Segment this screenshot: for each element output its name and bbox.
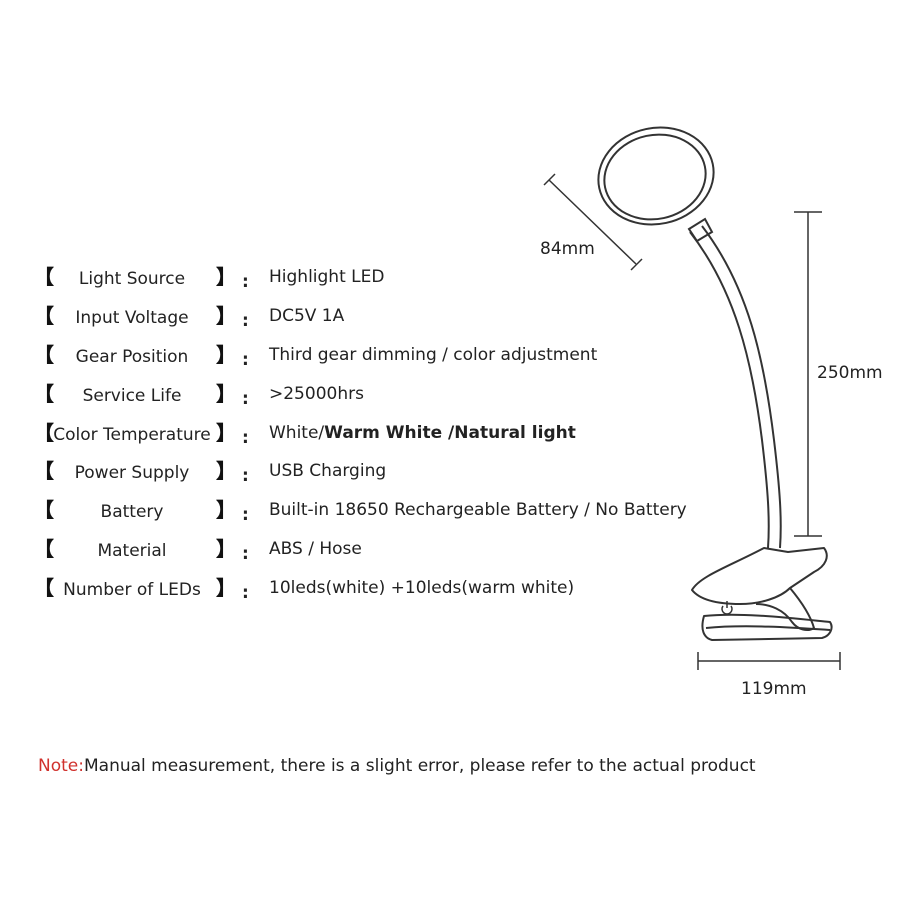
close-bracket: 】 [216,381,236,406]
close-bracket: 】 [216,537,236,562]
spec-row-gear-position: 【 Gear Position 】 : Third gear dimming /… [34,340,694,379]
clip-lower-jaw [701,613,833,641]
spec-row-service-life: 【 Service Life 】 : >25000hrs [34,379,694,418]
clip-lower-jaw-detail [705,625,831,631]
open-bracket: 【 [34,420,54,445]
spec-label: Color Temperature [53,424,211,445]
open-bracket: 【 [34,498,54,523]
gooseneck-hose [687,217,782,549]
head-diameter-dimension [543,173,643,271]
height-label: 250mm [817,363,883,383]
note-prefix: Note: [38,756,84,776]
separator: : [242,349,249,370]
spec-row-battery: 【 Battery 】 : Built-in 18650 Rechargeabl… [34,495,694,534]
separator: : [242,544,249,565]
separator: : [242,466,249,487]
measurement-note: Note:Manual measurement, there is a slig… [38,756,756,776]
spec-row-input-voltage: 【 Input Voltage 】 : DC5V 1A [34,301,694,340]
clip-upper-jaw [691,547,828,605]
close-bracket: 】 [216,265,236,289]
spec-label: Light Source [78,269,186,289]
close-bracket: 】 [216,420,236,445]
spec-row-light-source: 【 Light Source 】 : Highlight LED [34,262,694,301]
base-width-dimension [697,652,841,670]
open-bracket: 【 [34,576,54,601]
spec-value: USB Charging [269,461,387,482]
spec-value: DC5V 1A [269,305,345,326]
spec-value: Third gear dimming / color adjustment [269,344,598,365]
head-dimension-line [548,179,637,265]
spec-label: Service Life [82,385,182,406]
spec-label: Material [97,541,167,562]
separator: : [242,505,249,526]
spec-value: Built-in 18650 Rechargeable Battery / No… [269,500,687,521]
hose-edge-left [689,231,770,549]
close-bracket: 】 [216,303,236,328]
lamp-head-outer [597,126,715,226]
clip-spring-arm [755,587,815,631]
head-diameter-label: 84mm [540,239,595,259]
close-bracket: 】 [216,576,236,601]
spec-label: Gear Position [75,346,189,367]
open-bracket: 【 [34,303,54,328]
spec-value: Highlight LED [269,267,385,287]
power-button-icon [721,601,733,615]
spec-value: >25000hrs [269,383,364,404]
spec-row-material: 【 Material 】 : ABS / Hose [34,534,694,573]
hose-connector [687,217,714,243]
spec-value-prefix: White/ [269,422,325,443]
separator: : [242,388,249,409]
open-bracket: 【 [34,342,54,367]
clip-base [691,547,833,641]
spec-value: ABS / Hose [269,539,362,560]
spec-label: Power Supply [74,463,190,484]
spec-value-bold: Warm White /Natural light [324,422,576,443]
spec-label: Battery [100,502,164,523]
head-dimension-tick-start [543,173,556,186]
spec-value: 10leds(white) +10leds(warm white) [269,578,575,599]
hose-edge-right [701,225,782,549]
spec-value: White/Warm White /Natural light [269,422,576,444]
close-bracket: 】 [216,459,236,484]
separator: : [242,583,249,604]
separator: : [242,427,249,448]
lamp-head [597,126,715,226]
close-bracket: 】 [216,498,236,523]
spec-label: Input Voltage [75,307,189,328]
height-dimension [794,211,822,537]
lamp-head-inner [603,133,707,221]
spec-table: 【 Light Source 】 : Highlight LED 【 Input… [34,262,694,612]
spec-row-color-temperature: 【 Color Temperature 】 : White/Warm White… [34,418,694,457]
open-bracket: 【 [34,537,54,562]
base-width-label: 119mm [741,679,807,699]
close-bracket: 】 [216,342,236,367]
separator: : [242,310,249,331]
spec-row-power-supply: 【 Power Supply 】 : USB Charging [34,456,694,495]
open-bracket: 【 [34,381,54,406]
open-bracket: 【 [34,265,54,289]
power-symbol-arc [721,605,733,615]
spec-row-number-of-leds: 【 Number of LEDs 】 : 10leds(white) +10le… [34,573,694,612]
note-text: Manual measurement, there is a slight er… [83,756,756,776]
open-bracket: 【 [34,459,54,484]
spec-label: Number of LEDs [63,580,201,601]
head-dimension-tick-end [630,258,643,271]
separator: : [242,272,249,292]
